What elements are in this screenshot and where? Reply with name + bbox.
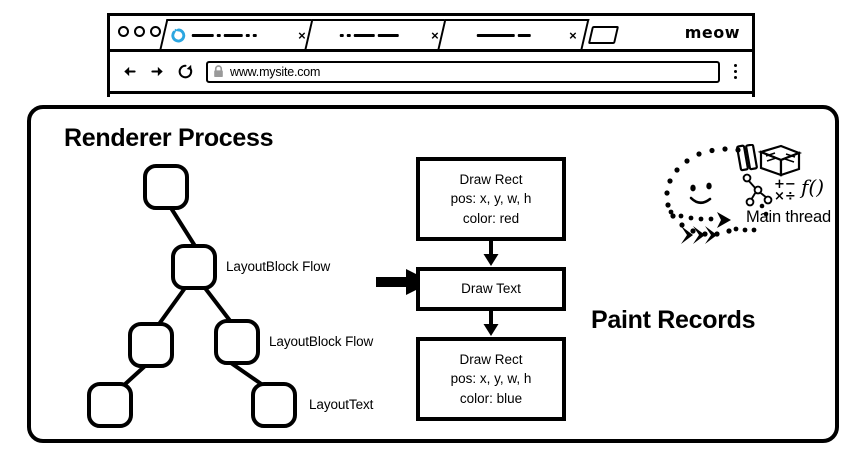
tree-node-block-1[interactable] bbox=[171, 244, 217, 290]
paint-box-line: Draw Rect bbox=[459, 171, 523, 187]
tab-2-title-placeholder bbox=[314, 21, 425, 49]
renderer-process-panel: Renderer Process LayoutBlock Flow Layout… bbox=[27, 105, 839, 443]
paint-flow-arrow-2 bbox=[416, 311, 566, 337]
browser-window: × × bbox=[107, 13, 755, 100]
svg-text:×÷: ×÷ bbox=[774, 189, 796, 204]
svg-text:f(): f() bbox=[799, 175, 824, 199]
url-text[interactable]: www.mysite.com bbox=[230, 64, 321, 79]
tab-1-title-placeholder bbox=[190, 21, 292, 49]
paint-box-draw-rect-blue[interactable]: Draw Rect pos: x, y, w, h color: blue bbox=[416, 337, 566, 421]
tab-3-close-icon[interactable]: × bbox=[569, 27, 577, 43]
paint-box-draw-rect-red[interactable]: Draw Rect pos: x, y, w, h color: red bbox=[416, 157, 566, 241]
main-thread-character: +− ×÷ f() bbox=[641, 143, 841, 249]
browser-viewport bbox=[110, 94, 752, 100]
layout-tree-diagram: LayoutBlock Flow LayoutBlock Flow Layout… bbox=[71, 164, 421, 429]
tree-node-block-3[interactable] bbox=[214, 319, 260, 365]
browser-tab-1[interactable]: × bbox=[159, 19, 319, 49]
tree-edges bbox=[121, 206, 269, 390]
window-control-dot-3[interactable] bbox=[150, 26, 161, 37]
lock-icon bbox=[213, 65, 224, 78]
label-layoutblock-flow-2: LayoutBlock Flow bbox=[269, 334, 374, 349]
browser-toolbar: www.mysite.com bbox=[110, 52, 752, 94]
label-layouttext: LayoutText bbox=[309, 397, 374, 412]
tree-node-text-2[interactable] bbox=[251, 382, 297, 428]
paint-box-line: color: blue bbox=[459, 390, 523, 406]
paint-box-line: color: red bbox=[462, 210, 520, 226]
paint-records-list: Draw Rect pos: x, y, w, h color: red Dra… bbox=[416, 157, 576, 421]
tree-node-text-1[interactable] bbox=[87, 382, 133, 428]
kebab-menu-icon[interactable] bbox=[728, 64, 742, 79]
paint-box-line: pos: x, y, w, h bbox=[450, 191, 532, 207]
browser-brand-label: meow bbox=[684, 23, 740, 42]
motion-trail bbox=[668, 203, 769, 233]
main-thread-label: Main thread bbox=[746, 208, 831, 226]
paint-box-line: pos: x, y, w, h bbox=[450, 371, 532, 387]
browser-tab-3[interactable]: × bbox=[437, 19, 590, 49]
math-symbols-icon: +− ×÷ bbox=[774, 177, 796, 204]
paint-flow-arrow-1 bbox=[416, 241, 566, 267]
tab-strip: × × bbox=[110, 16, 752, 52]
smile bbox=[689, 196, 712, 205]
svg-text:+−: +− bbox=[774, 177, 796, 192]
function-icon: f() bbox=[799, 175, 824, 199]
renderer-process-title: Renderer Process bbox=[64, 124, 274, 152]
url-bar[interactable]: www.mysite.com bbox=[206, 60, 720, 83]
node-graph-icon bbox=[742, 173, 773, 207]
label-layoutblock-flow-1: LayoutBlock Flow bbox=[226, 259, 331, 274]
dotted-body bbox=[664, 146, 741, 237]
loading-spinner-icon bbox=[171, 28, 186, 43]
forward-arrow-icon[interactable] bbox=[146, 61, 168, 83]
paint-records-heading: Paint Records bbox=[591, 306, 756, 334]
speed-chevrons bbox=[681, 226, 717, 244]
eyes bbox=[690, 182, 712, 192]
tab-1-close-icon[interactable]: × bbox=[298, 27, 306, 43]
open-book-icon bbox=[757, 144, 803, 177]
window-controls bbox=[118, 26, 161, 37]
paint-box-line: Draw Text bbox=[461, 281, 521, 297]
new-tab-button[interactable] bbox=[587, 26, 620, 44]
books-icon bbox=[736, 143, 758, 172]
window-control-dot-1[interactable] bbox=[118, 26, 129, 37]
browser-tab-2[interactable]: × bbox=[304, 19, 452, 49]
paint-box-draw-text[interactable]: Draw Text bbox=[416, 267, 566, 311]
tab-3-title-placeholder bbox=[447, 21, 563, 49]
tree-node-block-2[interactable] bbox=[128, 322, 174, 368]
tab-2-close-icon[interactable]: × bbox=[431, 27, 439, 43]
window-control-dot-2[interactable] bbox=[134, 26, 145, 37]
paint-box-line: Draw Rect bbox=[459, 351, 523, 367]
back-arrow-icon[interactable] bbox=[118, 61, 140, 83]
tree-node-root[interactable] bbox=[143, 164, 189, 210]
reload-icon[interactable] bbox=[174, 61, 196, 83]
